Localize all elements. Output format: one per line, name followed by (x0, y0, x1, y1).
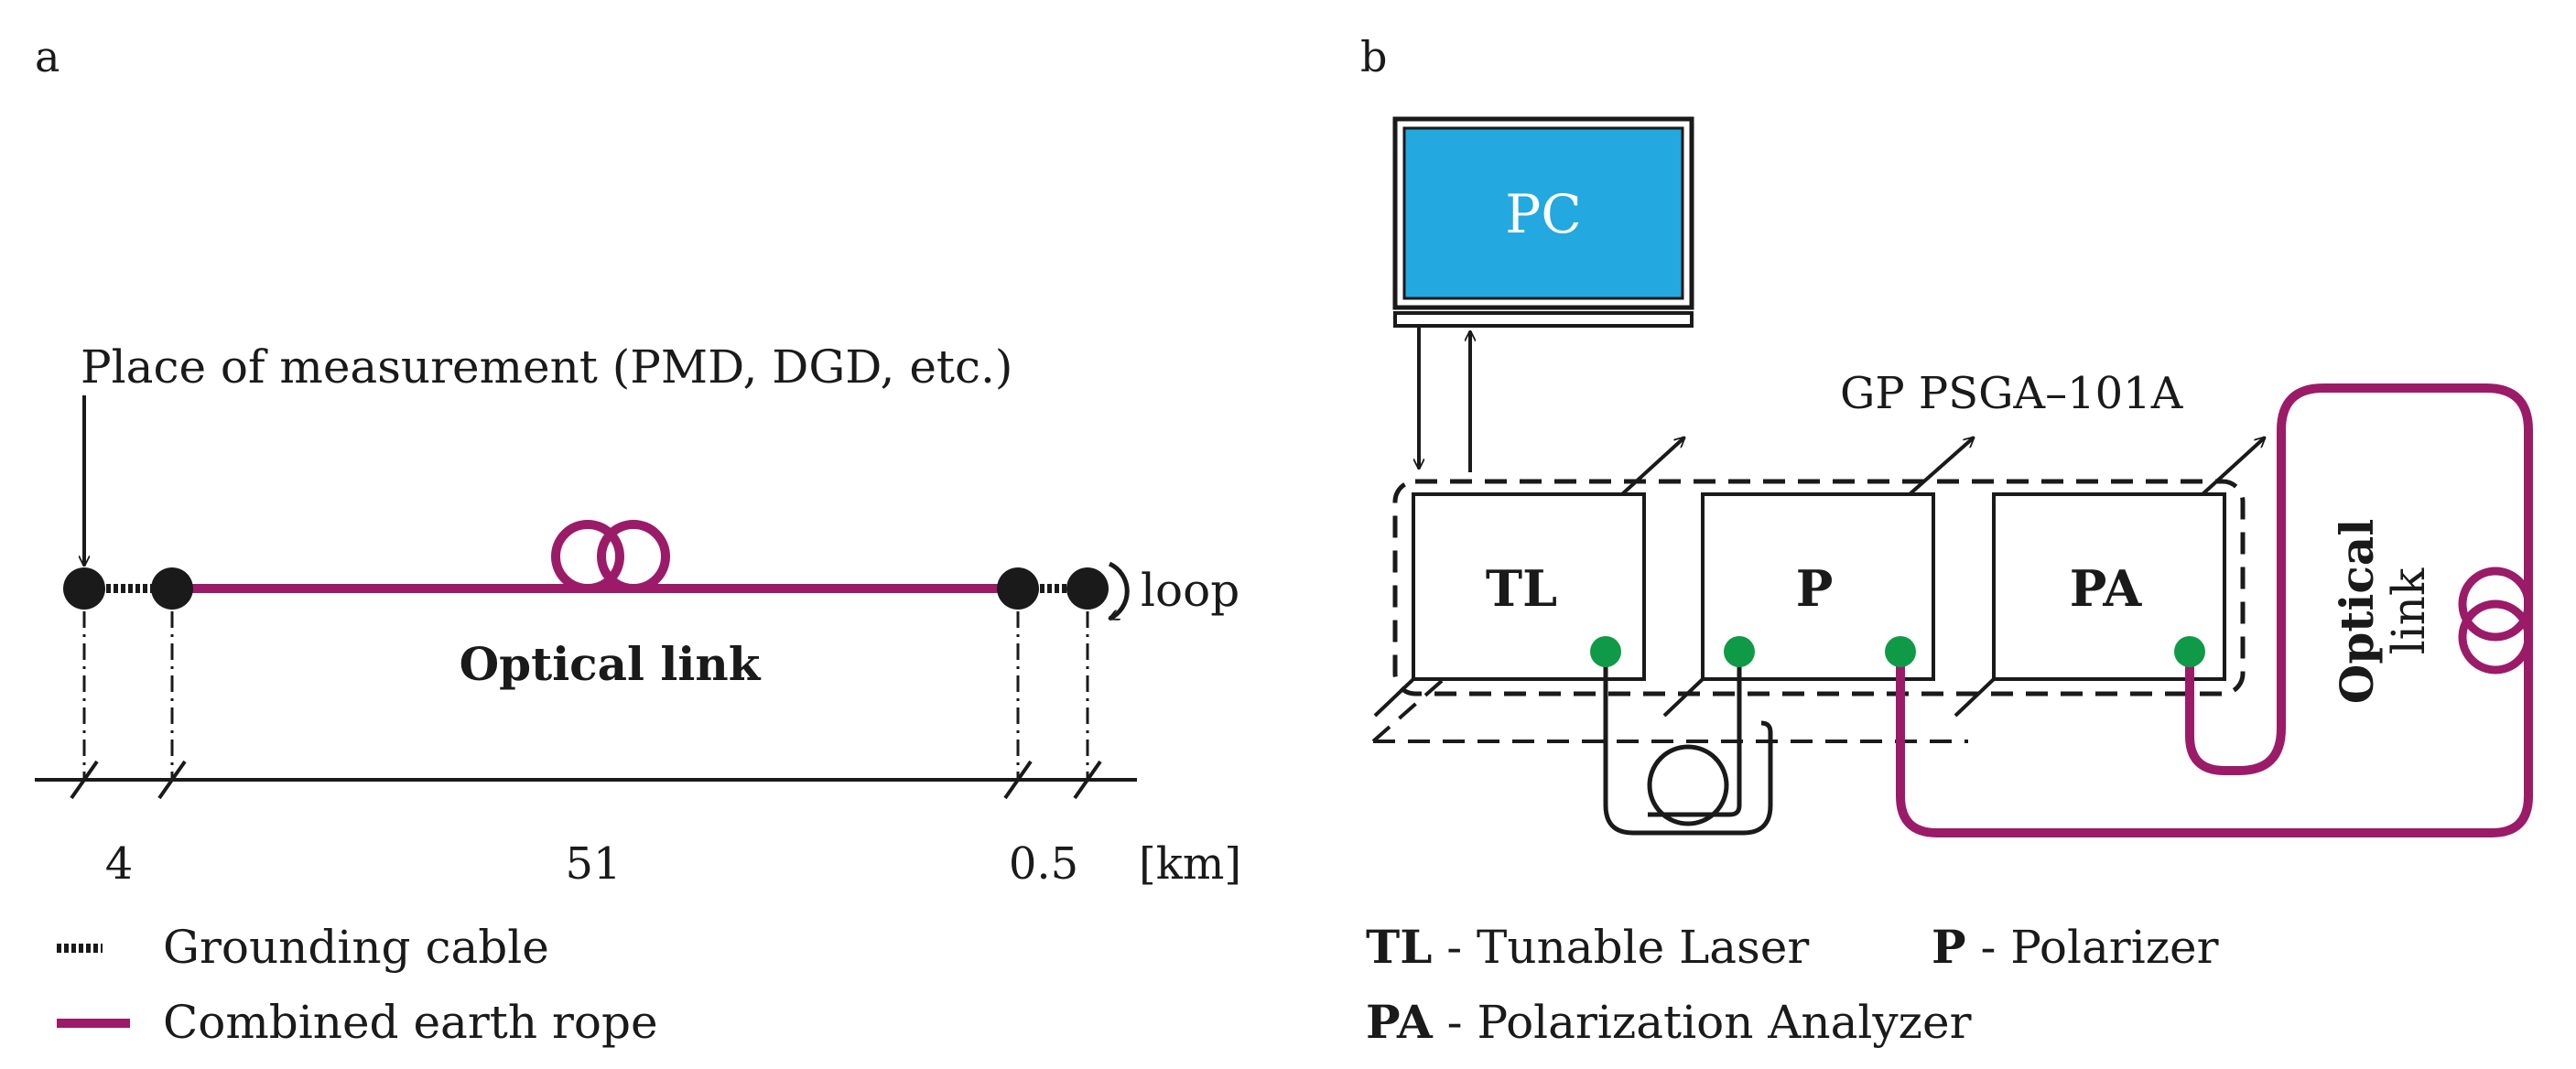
distance-markers (82, 611, 1089, 780)
module-pa-antenna-icon (2201, 437, 2265, 496)
legend-b-row1: TL - Tunable Laser (1366, 920, 1809, 974)
fiber-coil-a (551, 520, 670, 593)
connector-pa-in (2174, 636, 2205, 667)
legend-grounding-label: Grounding cable (163, 921, 549, 974)
pc-label: PC (1505, 183, 1581, 245)
legend-b-row2: PA - Polarization Analyzer (1366, 995, 1972, 1049)
optical-link-fiber-out (1896, 383, 2533, 837)
module-pa: PA (1954, 437, 2265, 718)
optical-link-label-b-line1: Optical (2330, 519, 2384, 704)
optical-link-coil (2458, 567, 2533, 675)
node-55km (997, 567, 1039, 610)
distance-4: 4 (105, 838, 134, 890)
module-pa-shadow (1954, 677, 1996, 718)
optical-link-coil-top (2458, 567, 2533, 642)
optical-link-label-b-line2: link (2382, 567, 2435, 654)
panel-b: b PC GP PSGA–101A TL P (1360, 32, 2533, 1049)
legend-p-text: - Polarizer (1966, 921, 2219, 974)
module-p-label: P (1796, 559, 1834, 618)
measurement-label: Place of measurement (PMD, DGD, etc.) (81, 340, 1012, 394)
connector-tl-out (1590, 636, 1621, 667)
module-tl-shadow (1373, 677, 1415, 718)
pc-monitor-screen (1402, 126, 1684, 300)
legend-pa-text: - Polarization Analyzer (1433, 996, 1972, 1049)
connector-p-out (1885, 636, 1916, 667)
pc-stand (1393, 311, 1694, 328)
axis-ticks (70, 760, 1102, 800)
loop-arrow-icon (1109, 561, 1130, 621)
connector-p-in (1724, 636, 1755, 667)
module-p-antenna-icon (1908, 437, 1974, 496)
panel-a-label: a (35, 32, 60, 81)
legend-earth-rope-label: Combined earth rope (163, 996, 658, 1049)
legend-b-row1-p: P - Polarizer (1932, 920, 2219, 974)
panel-a: a Place of measurement (PMD, DGD, etc.) … (35, 32, 1241, 1049)
module-p-shadow (1662, 677, 1705, 718)
optical-link-coil-bottom (2458, 599, 2533, 675)
panel-b-label: b (1360, 32, 1387, 81)
legend-tl-text: - Tunable Laser (1432, 921, 1809, 974)
optical-link-label-a: Optical link (460, 637, 762, 691)
patch-fiber-coil (1647, 744, 1729, 826)
legend-tl-abbr: TL (1366, 920, 1432, 974)
loop-label: loop (1141, 564, 1239, 617)
node-4km (151, 567, 193, 610)
node-measurement (63, 567, 105, 610)
module-tl-label: TL (1486, 559, 1557, 618)
legend-pa-abbr: PA (1366, 995, 1434, 1049)
device-label: GP PSGA–101A (1840, 368, 2184, 419)
pc-monitor: PC (1392, 116, 1694, 328)
distance-0-5: 0.5 (1009, 838, 1078, 890)
distance-unit: [km] (1139, 838, 1241, 890)
fiber-coil-a-right-loop (597, 520, 670, 593)
patch-fiber-tl-p (1603, 652, 1773, 836)
module-tl-antenna-icon (1620, 437, 1684, 496)
legend-p-abbr: P (1932, 920, 1966, 974)
distance-51: 51 (565, 838, 621, 890)
device-enclosure (1392, 479, 2246, 696)
node-loop (1066, 567, 1109, 610)
module-pa-label: PA (2070, 559, 2143, 618)
fiber-coil-a-left-loop (551, 520, 624, 593)
